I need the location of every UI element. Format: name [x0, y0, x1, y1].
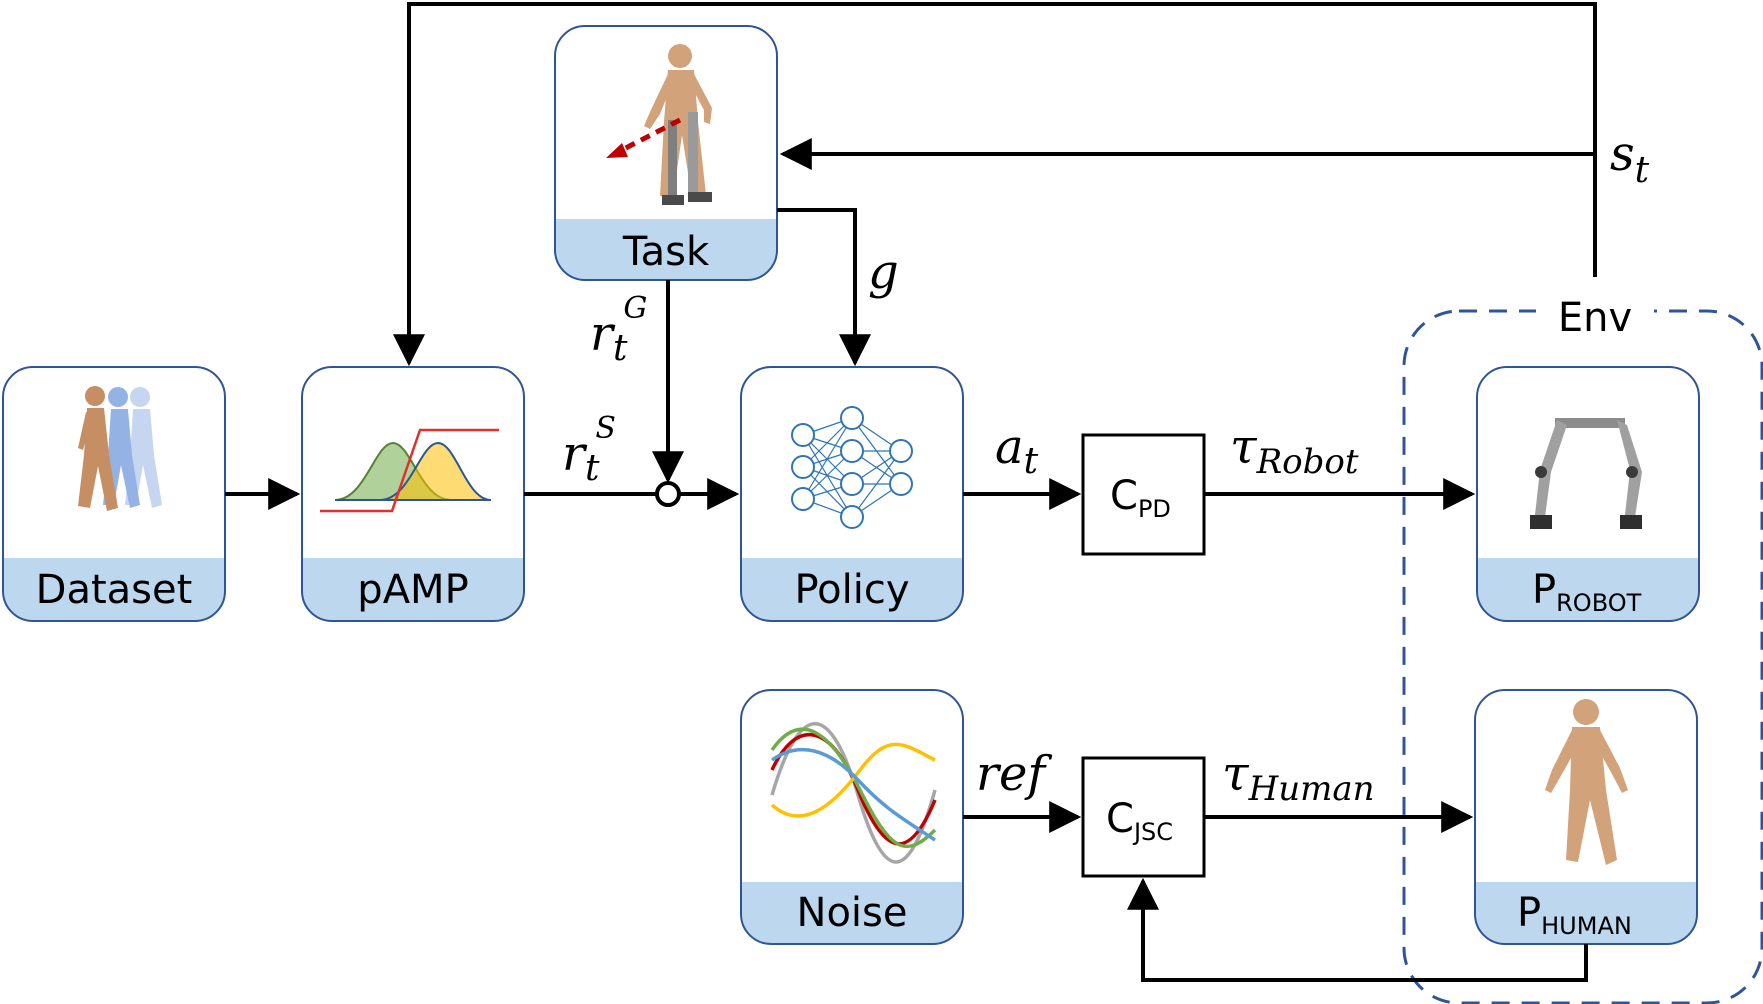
summing-junction: [655, 481, 681, 507]
dataset-label: Dataset: [36, 567, 193, 613]
c-jsc-controller: CJSC: [1081, 756, 1206, 878]
task-block: Task: [554, 25, 778, 281]
label-ref: ref: [976, 746, 1052, 802]
policy-label: Policy: [794, 567, 909, 613]
noise-signals-icon: [770, 722, 937, 864]
pamp-block: pAMP: [301, 366, 525, 622]
svg-text:PROBOT: PROBOT: [1532, 567, 1642, 617]
p-human-label: PHUMAN: [1517, 890, 1632, 940]
nn-node: [791, 487, 815, 511]
label-s-t: st: [1610, 126, 1650, 191]
env-region: Env: [1402, 295, 1763, 1004]
svg-text:CJSC: CJSC: [1106, 796, 1173, 846]
env-label: Env: [1558, 295, 1632, 341]
discriminator-distribution-icon: [320, 428, 499, 513]
nn-edge: [802, 417, 853, 500]
p-robot-block: PROBOT: [1476, 366, 1700, 622]
noise-label: Noise: [797, 890, 908, 936]
nn-node: [791, 423, 815, 447]
nn-node: [889, 439, 913, 463]
dataset-block: Dataset: [2, 366, 226, 622]
exoskeleton-robot-icon: [1530, 418, 1642, 529]
p-human-block: PHUMAN: [1474, 689, 1698, 945]
walking-figures-icon: [78, 386, 162, 511]
p-robot-label: PROBOT: [1532, 567, 1642, 617]
human-with-exoskeleton-icon: [644, 44, 712, 205]
noise-block: Noise: [740, 689, 964, 945]
nn-node: [889, 472, 913, 496]
task-direction-arrow-icon: [606, 117, 682, 158]
nn-node: [840, 505, 864, 529]
c-pd-controller: CPD: [1081, 433, 1206, 556]
nn-node: [840, 439, 864, 463]
nn-node: [791, 455, 815, 479]
nn-node: [840, 472, 864, 496]
label-g: g: [868, 244, 899, 300]
svg-text:PHUMAN: PHUMAN: [1517, 890, 1632, 940]
task-label: Task: [622, 229, 710, 275]
svg-text:CPD: CPD: [1110, 473, 1171, 523]
nn-node: [840, 406, 864, 430]
nn-edge: [851, 450, 902, 518]
label-tau-human: τHuman: [1222, 746, 1375, 809]
label-r-t-g: rtG: [590, 291, 647, 369]
label-a-t: at: [995, 419, 1039, 482]
label-tau-robot: τRobot: [1230, 419, 1359, 482]
signal-labels: st g rtG rtS at τRobot ref τHuman: [562, 126, 1650, 809]
policy-block: Policy: [740, 366, 964, 622]
label-r-t-s: rtS: [562, 411, 616, 489]
human-mannequin-icon: [1545, 699, 1628, 865]
connections: [225, 2, 1597, 982]
pamp-label: pAMP: [357, 567, 468, 613]
neural-network-icon: [791, 406, 913, 529]
